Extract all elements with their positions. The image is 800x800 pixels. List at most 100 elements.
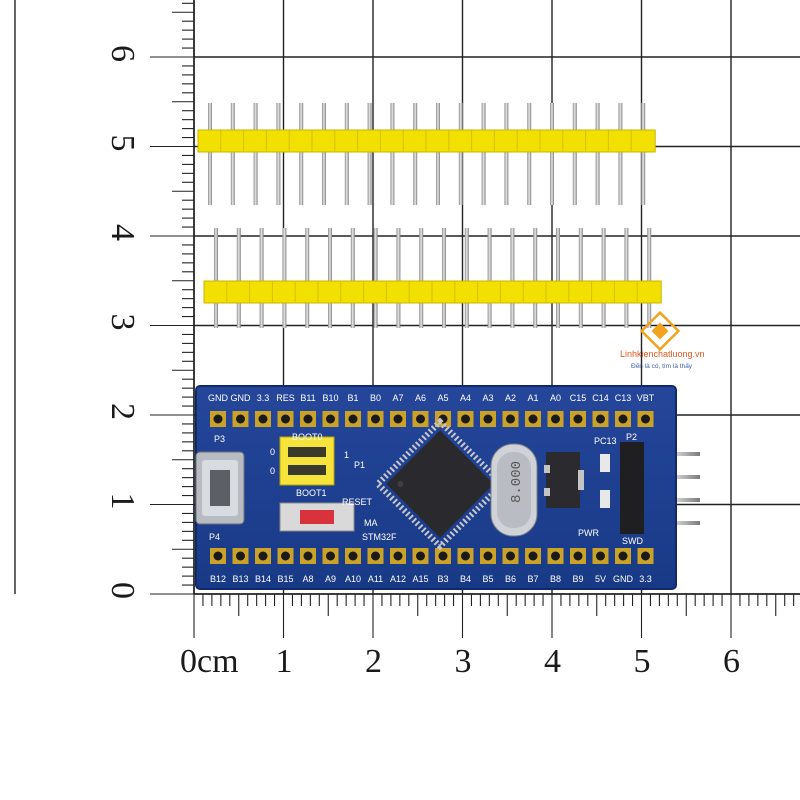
pin-label: A12 xyxy=(390,574,406,584)
pin-hole xyxy=(483,551,493,561)
label-p2: P2 xyxy=(626,432,637,442)
pin-label: GND xyxy=(208,393,229,403)
pin-label: B14 xyxy=(255,574,271,584)
pin-hole xyxy=(641,551,650,561)
vertical-ruler xyxy=(150,0,195,595)
header-pin xyxy=(350,228,355,328)
watermark-site: Linhkienchatluong.vn xyxy=(620,349,705,359)
label-swd: SWD xyxy=(622,536,643,546)
ruler-y-label: 2 xyxy=(104,403,141,420)
header-pin xyxy=(481,103,486,205)
header-pin xyxy=(556,228,560,328)
pin-hole xyxy=(348,551,358,561)
pin-hole xyxy=(506,551,515,561)
watermark-tagline: Đến là có, tìm là thấy xyxy=(631,361,693,370)
pin-header-lower xyxy=(203,228,662,328)
pin-label: A6 xyxy=(415,393,426,403)
label-jumper-0b: 0 xyxy=(270,466,275,476)
pin-label: B8 xyxy=(550,574,561,584)
label-boot0: BOOT0 xyxy=(292,432,323,442)
ruler-x-label: 5 xyxy=(634,643,651,680)
header-pin xyxy=(624,228,629,328)
header-pin xyxy=(487,228,492,328)
pin-label: GND xyxy=(613,574,634,584)
ruler-x-label: 3 xyxy=(455,643,472,680)
pin-hole xyxy=(303,551,313,561)
header-pin xyxy=(367,103,372,205)
pin-label: A8 xyxy=(302,574,313,584)
pin-label: VBT xyxy=(637,393,655,403)
pin-hole xyxy=(641,414,650,424)
pin-hole xyxy=(551,414,560,424)
pin-hole xyxy=(596,551,605,561)
reset-button xyxy=(279,502,355,532)
pin-label: B0 xyxy=(370,393,381,403)
pin-hole xyxy=(618,551,628,561)
top-pin-row xyxy=(210,411,654,427)
pin-hole xyxy=(551,551,560,561)
bottom-pin-row xyxy=(210,548,654,564)
header-pin xyxy=(214,228,218,328)
pin-header-upper xyxy=(197,103,656,205)
pin-hole xyxy=(393,551,403,561)
ruler-unit-label: 0cm xyxy=(180,643,239,680)
pin-label: B13 xyxy=(232,574,248,584)
header-pin xyxy=(442,228,446,328)
pin-hole xyxy=(303,414,313,424)
pin-hole xyxy=(528,551,538,561)
pin-label: B1 xyxy=(347,393,358,403)
pin-label: A0 xyxy=(550,393,561,403)
pin-label: B4 xyxy=(460,574,471,584)
pin-label: B3 xyxy=(437,574,448,584)
pin-hole xyxy=(528,414,538,424)
pin-hole xyxy=(258,414,268,424)
p2-header-block xyxy=(620,442,644,534)
led-pwr xyxy=(600,490,610,508)
header-pin xyxy=(305,228,310,328)
pin-label: A4 xyxy=(460,393,471,403)
pin-label: B11 xyxy=(300,393,315,403)
ruler-y-label: 6 xyxy=(104,45,141,62)
pin-hole xyxy=(573,414,583,424)
label-stm32: STM32F xyxy=(362,532,397,542)
pin-hole xyxy=(213,414,223,424)
header-pin xyxy=(464,228,469,328)
pin-label: B12 xyxy=(210,574,226,584)
header-pin xyxy=(328,228,332,328)
pin-hole xyxy=(281,414,290,424)
pin-label: A7 xyxy=(392,393,403,403)
header-pin xyxy=(595,103,600,205)
pin-hole xyxy=(348,414,358,424)
pin-label: C13 xyxy=(615,393,632,403)
voltage-regulator xyxy=(544,452,584,508)
pin-hole xyxy=(371,551,380,561)
pin-label: A2 xyxy=(505,393,516,403)
micro-usb-connector xyxy=(195,451,245,525)
pin-hole xyxy=(573,551,583,561)
pin-label: B6 xyxy=(505,574,516,584)
pin-label: 5V xyxy=(595,574,606,584)
label-p3: P3 xyxy=(214,434,225,444)
pin-label: RES xyxy=(276,393,295,403)
pin-hole xyxy=(258,551,268,561)
ruler-y-label: 3 xyxy=(104,314,141,331)
header-pin xyxy=(647,228,652,328)
label-boot1: BOOT1 xyxy=(296,488,327,498)
header-pin xyxy=(436,103,440,205)
header-pin xyxy=(208,103,212,205)
header-pin xyxy=(641,103,646,205)
header-pin xyxy=(419,228,424,328)
pin-label: A5 xyxy=(437,393,448,403)
header-pin xyxy=(533,228,538,328)
pin-hole xyxy=(371,414,380,424)
header-pin xyxy=(299,103,304,205)
pin-label: 3.3 xyxy=(639,574,652,584)
pin-hole xyxy=(461,414,470,424)
header-pin xyxy=(322,103,326,205)
label-p4: P4 xyxy=(209,532,220,542)
